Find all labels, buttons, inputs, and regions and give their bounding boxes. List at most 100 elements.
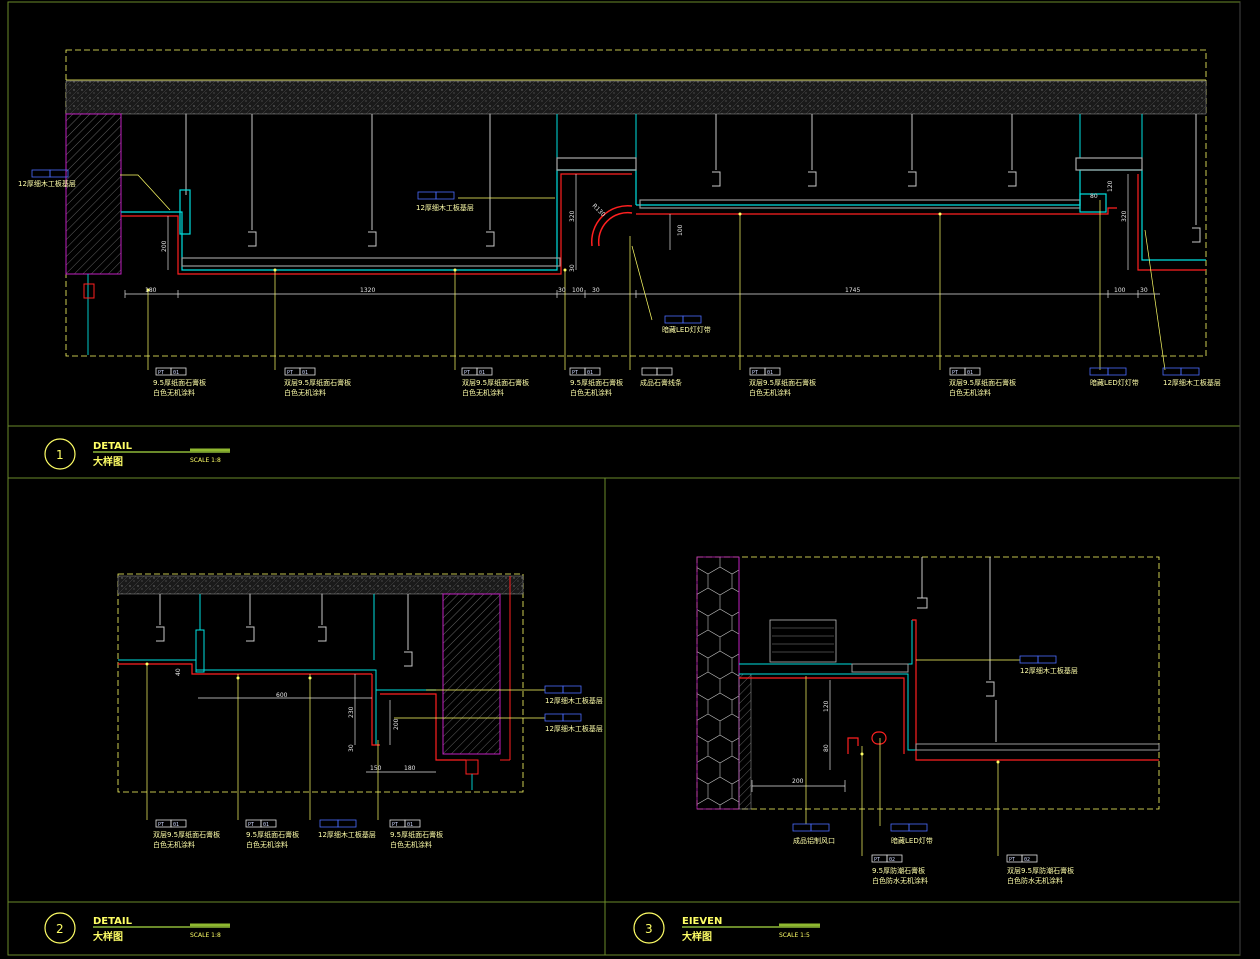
tag-pt: PT [952,370,958,376]
annotation-label: 12厚细木工板基层 [1163,378,1221,387]
tag-num: 01 [587,370,593,376]
tag-pt: PT [752,370,758,376]
annotation-label: 白色防水无机涂料 [872,876,928,885]
detail-scale: SCALE 1:8 [190,457,221,464]
tag-pt: PT [248,822,254,828]
annotation-label: 12厚细木工板基层 [1020,666,1078,675]
dim-text: 200 [792,778,804,785]
annotation-label: 9.5厚纸面石膏板 [390,830,443,839]
annotation-label: 双层9.5厚纸面石膏板 [949,378,1016,387]
dim-text: 80 [1090,193,1098,200]
detail-title: DETAIL [93,916,133,927]
dim-text: 180 [404,765,416,772]
annotation-label: 双层9.5厚纸面石膏板 [462,378,529,387]
annotation-label: 12厚细木工板基层 [545,724,603,733]
tag-num: 01 [407,822,413,828]
tag-num: 01 [479,370,485,376]
detail-number: 2 [56,922,64,936]
dim-text: 30 [1140,287,1148,294]
tag-num: 01 [302,370,308,376]
dim-text: 100 [1114,287,1126,294]
tag-num: 01 [173,822,179,828]
annotation-label: 暗藏LED灯灯带 [1090,378,1139,387]
annotation-label: 白色无机涂料 [949,388,991,397]
dim-text: 200 [161,240,168,252]
tag-pt: PT [287,370,293,376]
detail-subtitle: 大样图 [93,930,123,943]
dim-text: 230 [348,706,355,718]
tag-num: 01 [173,370,179,376]
tag-pt: PT [1009,857,1015,863]
annotation-label: 9.5厚防潮石膏板 [872,866,925,875]
tag-num: 01 [263,822,269,828]
annotation-label: 9.5厚纸面石膏板 [570,378,623,387]
detail-1-drawing: PT 01 PT 01 PT 01 PT 01 PT 01 PT 01 180 … [18,49,1221,397]
tag-num: 01 [967,370,973,376]
annotation-label: 白色无机涂料 [462,388,504,397]
tag-pt: PT [158,370,164,376]
dim-text: 100 [677,224,684,236]
detail-3-drawing: PT 02 PT 02 120 80 200 12厚细木工板基层 成品铝制风口 … [696,556,1160,885]
dim-text: 30 [348,744,355,752]
dim-text: 30 [592,287,600,294]
dim-text: 150 [370,765,382,772]
tag-pt: PT [392,822,398,828]
title-block-1 [44,438,230,470]
annotation-label: 暗藏LED灯带 [891,836,933,845]
dim-text: R130 [591,202,607,218]
detail-subtitle: 大样图 [93,455,123,468]
dim-text: 320 [569,210,576,222]
dim-text: 200 [393,718,400,730]
detail-scale: SCALE 1:8 [190,932,221,939]
dim-text: 120 [1107,180,1114,192]
detail-2-drawing: PT 01 PT 01 PT 01 40 600 230 200 30 150 … [117,573,603,849]
dim-text: 80 [823,744,830,752]
annotation-label: 白色无机涂料 [390,840,432,849]
annotation-label: 白色无机涂料 [284,388,326,397]
annotation-label: 双层9.5厚纸面石膏板 [749,378,816,387]
detail-number: 3 [645,922,653,936]
detail-subtitle: 大样图 [682,930,712,943]
annotation-label: 12厚细木工板基层 [416,203,474,212]
dim-text: 30 [569,264,576,272]
annotation-label: 白色无机涂料 [153,388,195,397]
tag-num: 02 [1024,857,1030,863]
annotation-label: 双层9.5厚纸面石膏板 [284,378,351,387]
annotation-label: 9.5厚纸面石膏板 [153,378,206,387]
annotation-label: 暗藏LED灯灯带 [662,325,711,334]
dim-text: 320 [1121,210,1128,222]
detail-number: 1 [56,448,64,462]
annotation-label: 12厚细木工板基层 [545,696,603,705]
annotation-label: 白色无机涂料 [246,840,288,849]
sheet-frame [7,1,1241,956]
detail-title: EIEVEN [682,916,722,927]
title-block-2 [44,912,230,944]
detail-scale: SCALE 1:5 [779,932,810,939]
dim-text: 1320 [360,287,375,294]
title-block-3 [633,912,820,944]
dim-text: 30 [558,287,566,294]
dim-text: 180 [145,287,157,294]
detail-title: DETAIL [93,441,133,452]
annotation-label: 双层9.5厚纸面石膏板 [153,830,220,839]
tag-pt: PT [158,822,164,828]
dim-text: 100 [572,287,584,294]
annotation-label: 12厚细木工板基层 [318,830,376,839]
dim-text: 120 [823,700,830,712]
annotation-label: 成品石膏线条 [640,378,682,387]
annotation-label: 白色无机涂料 [153,840,195,849]
annotation-label: 白色无机涂料 [570,388,612,397]
tag-pt: PT [464,370,470,376]
annotation-label: 白色无机涂料 [749,388,791,397]
tag-pt: PT [874,857,880,863]
annotation-label: 9.5厚纸面石膏板 [246,830,299,839]
dim-text: 600 [276,692,288,699]
dim-text: 40 [175,668,182,676]
annotation-label: 双层9.5厚防潮石膏板 [1007,866,1074,875]
tag-num: 02 [889,857,895,863]
annotation-label: 白色防水无机涂料 [1007,876,1063,885]
tag-num: 01 [767,370,773,376]
dim-text: 1745 [845,287,860,294]
annotation-label: 12厚细木工板基层 [18,179,76,188]
